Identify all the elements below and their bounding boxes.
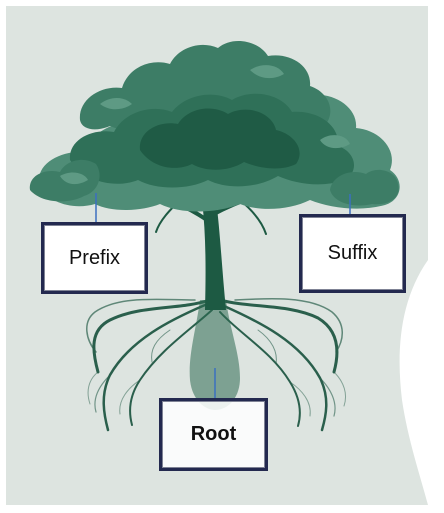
root-label: Root [191,423,237,446]
prefix-label: Prefix [69,247,120,270]
suffix-box: Suffix [299,214,406,293]
root-box: Root [159,398,268,471]
suffix-label: Suffix [328,242,378,265]
prefix-box: Prefix [41,222,148,294]
